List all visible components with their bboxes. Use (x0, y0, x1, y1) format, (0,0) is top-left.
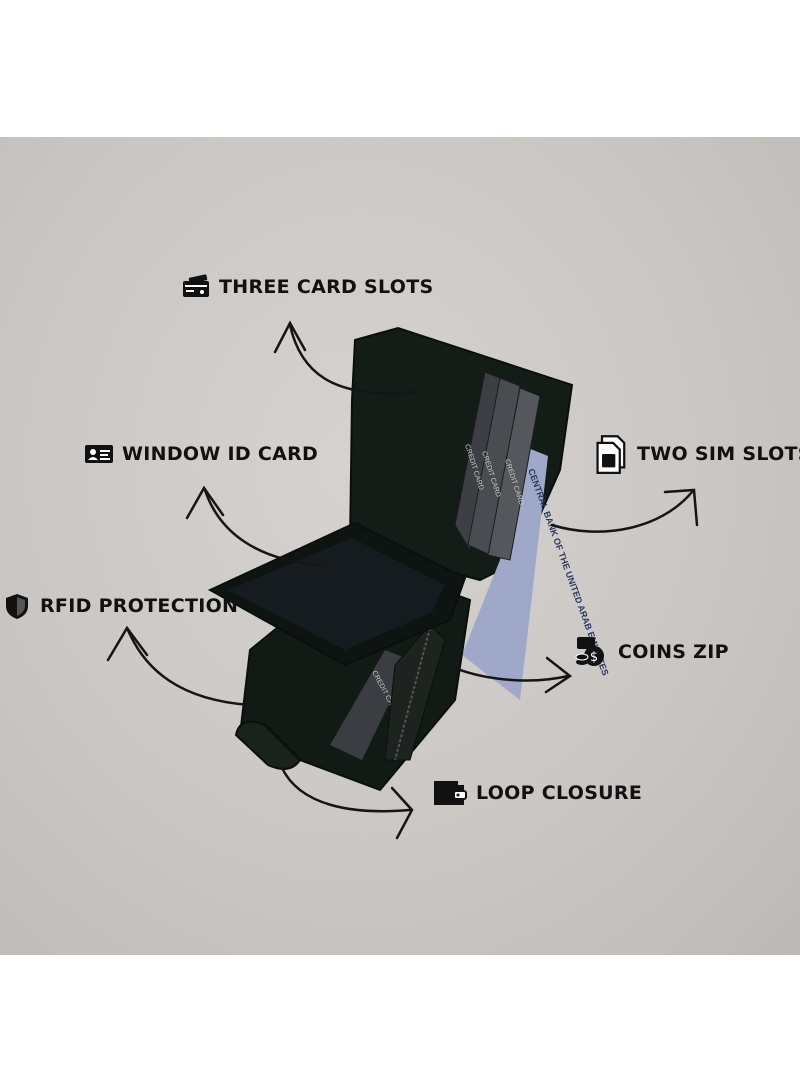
arrow-two-sim (550, 490, 694, 533)
wallet-icon (430, 777, 468, 809)
arrow-window-id (203, 488, 322, 567)
banknote (462, 448, 548, 700)
feature-label: WINDOW ID CARD (122, 443, 319, 465)
loop-strap (234, 720, 302, 770)
arrow-head-three-card-slots (273, 320, 307, 354)
credit-card-3 (487, 387, 541, 561)
inner-card (330, 650, 410, 760)
credit-card-2 (467, 377, 521, 556)
id-card-icon (84, 439, 114, 469)
shield-icon (2, 591, 32, 621)
sim-card-icon (595, 434, 629, 474)
feature-label: LOOP CLOSURE (476, 782, 643, 804)
id-window-mesh (228, 538, 445, 650)
product-photo: CENTRAL BANK OF THE UNITED ARAB EMIRATES… (0, 137, 800, 955)
feature-two-sim-slots: TWO SIM SLOTS (595, 434, 800, 474)
credit-card-icon (181, 272, 211, 302)
arrow-head-rfid (106, 625, 149, 662)
feature-loop-closure: LOOP CLOSURE (430, 777, 642, 809)
feature-coins-zip: $ COINS ZIP (574, 634, 729, 670)
svg-text:$: $ (590, 650, 598, 665)
feature-label: RFID PROTECTION (40, 595, 239, 617)
arrow-coins-zip (446, 663, 570, 682)
feature-window-id-card: WINDOW ID CARD (84, 439, 318, 469)
coins-icon: $ (574, 634, 610, 670)
arrow-three-card-slots (288, 323, 417, 395)
feature-label: TWO SIM SLOTS (637, 443, 800, 465)
arrow-head-two-sim (663, 488, 699, 527)
feature-rfid-protection: RFID PROTECTION (2, 591, 238, 621)
arrow-head-coins-zip (544, 656, 573, 694)
arrow-head-loop-closure (390, 786, 414, 840)
feature-label: COINS ZIP (618, 641, 729, 663)
arrow-head-window-id (185, 485, 225, 520)
feature-label: THREE CARD SLOTS (219, 276, 434, 298)
arrow-loop-closure (280, 766, 412, 813)
arrow-rfid (126, 628, 252, 707)
feature-three-card-slots: THREE CARD SLOTS (181, 272, 433, 302)
